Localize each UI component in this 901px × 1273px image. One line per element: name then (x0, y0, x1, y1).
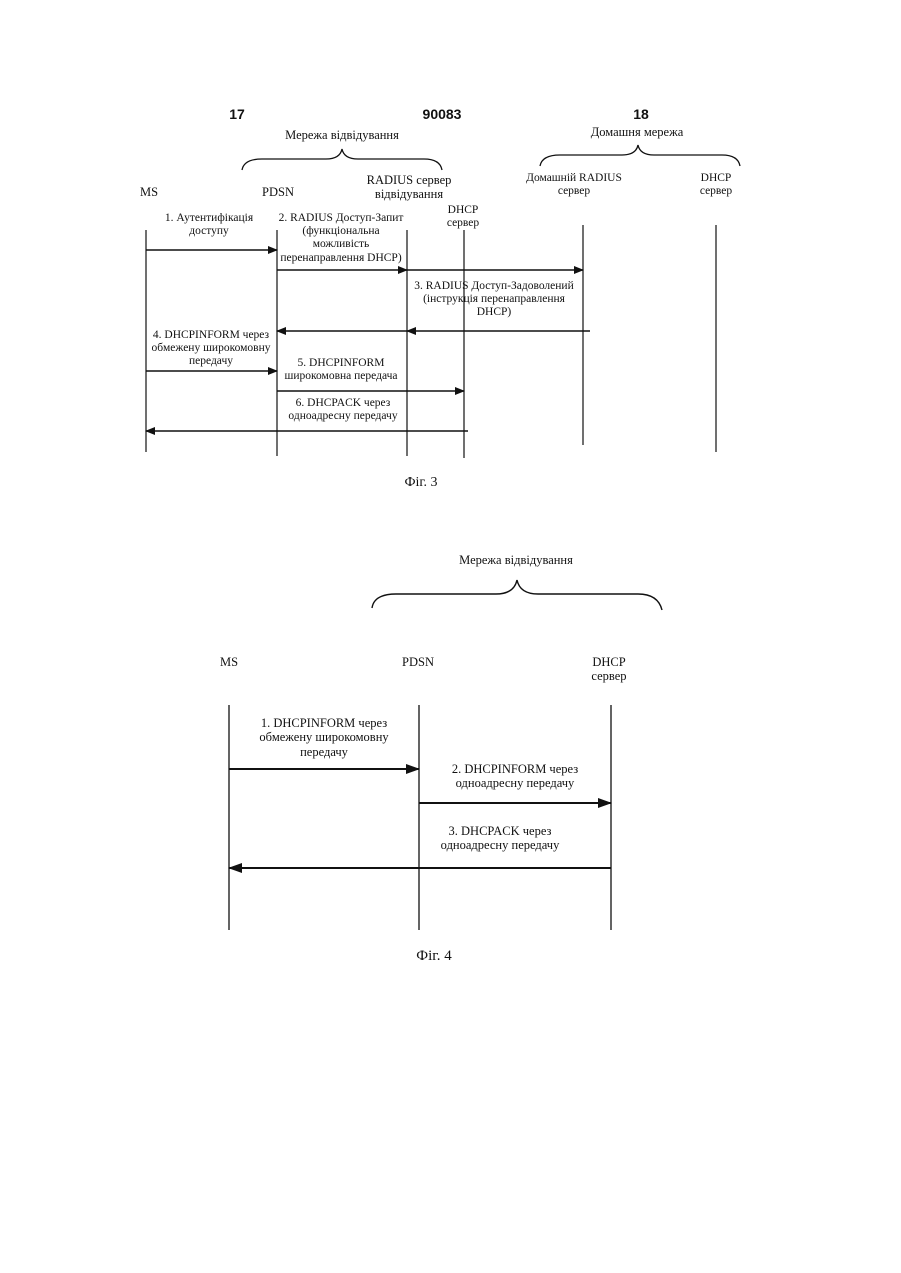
brace-visited-network-fig4 (372, 580, 662, 610)
message-3-label-fig4: 3. DHCPACK через одноадресну передачу (441, 824, 560, 853)
message-1-label-fig4: 1. DHCPINFORM через обмежену широкомовну… (259, 716, 388, 759)
figure-4-caption: Фіг. 4 (416, 948, 451, 965)
message-2-label-fig4: 2. DHCPINFORM через одноадресну передачу (452, 762, 578, 791)
entity-dhcp-fig4: DHCP сервер (591, 655, 626, 684)
entity-pdsn-fig4: PDSN (402, 655, 434, 669)
label-visited-network-fig4: Мережа відвідування (459, 553, 573, 567)
entity-ms-fig4: MS (220, 655, 238, 669)
